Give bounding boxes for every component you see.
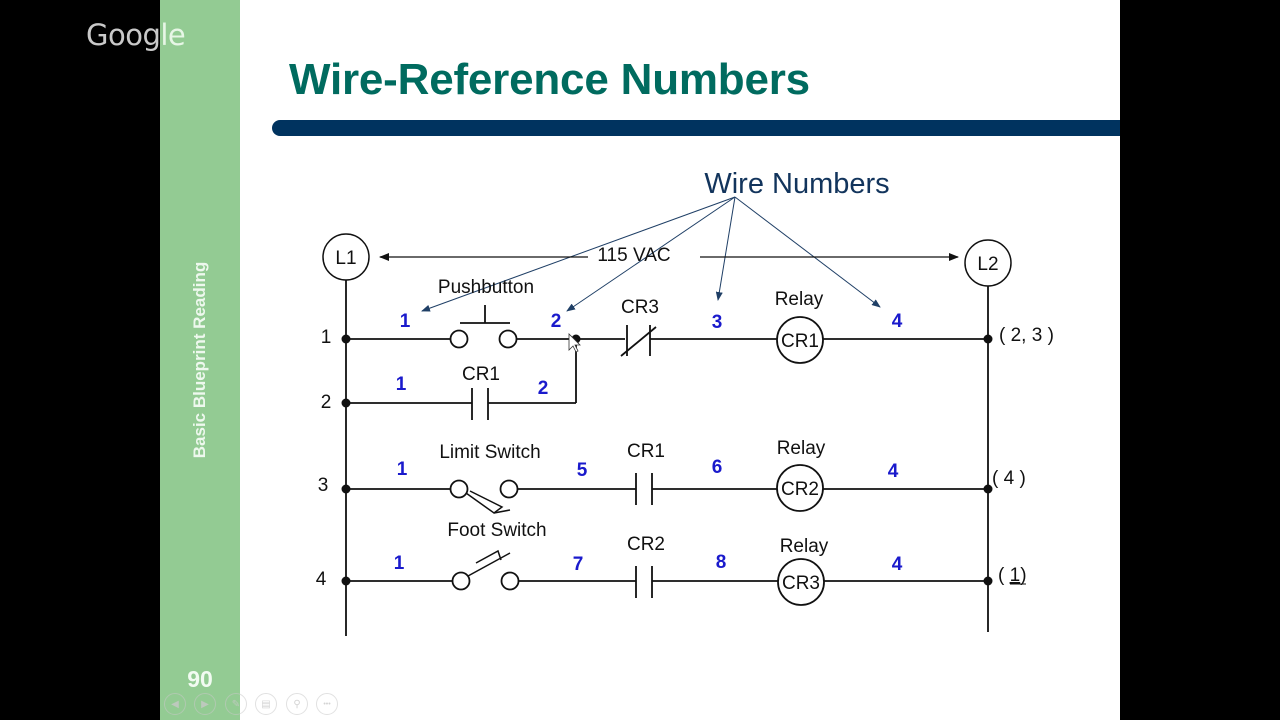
rung-number: 2 [321,392,332,413]
reference-suffix: ) [1020,565,1026,586]
foot-switch-contact-left [451,571,471,591]
cr1-coil [776,316,824,364]
cr3-nc-slash [620,326,657,357]
wire-number: 5 [577,460,588,481]
cr1-contact-label: CR1 [627,441,665,462]
cr3-coil-label: CR3 [782,573,820,594]
mouse-cursor-icon [568,333,581,353]
callout-label: Wire Numbers [704,168,889,200]
wire-number: 8 [716,552,727,573]
logo-text-left: Goog [86,18,161,52]
pushbutton-label: Pushbutton [438,277,534,298]
wire-number: 2 [538,378,549,399]
pushbutton-contact-right [498,329,518,349]
junction-dots [341,334,993,586]
supply-voltage-label: 115 VAC [597,245,670,266]
limit-switch-label: Limit Switch [439,442,540,463]
slide-number: 90 [187,666,213,692]
limit-switch-arm [465,490,504,514]
previous-slide-button[interactable]: ◀ [164,693,186,715]
contact-reference: ( 1) [998,565,1027,586]
cr3-coil [777,558,825,606]
rung-4 [346,549,988,606]
relay-label: Relay [780,536,829,557]
slide-title: Wire-Reference Numbers [289,55,810,104]
callout-arrows [421,196,881,312]
zoom-button[interactable]: ⚲ [286,693,308,715]
callout-arrow-wire-3 [715,196,736,301]
wire-number: 4 [888,461,899,482]
see-all-slides-button[interactable]: ▤ [255,693,277,715]
relay-label: Relay [777,438,826,459]
limit-switch-contact-left [449,479,469,499]
cr2-coil-label: CR2 [781,479,819,500]
next-slide-button[interactable]: ▶ [194,693,216,715]
wire-number: 3 [712,312,723,333]
cr1-seal-contact-label: CR1 [462,364,500,385]
relay-label: Relay [775,289,824,310]
l1-label: L1 [335,248,356,269]
callout-arrow-wire-4 [734,196,881,308]
wire-number: 6 [712,457,723,478]
reference-value: 1 [1010,565,1021,586]
contact-reference: ( 4 ) [992,468,1026,489]
title-underline-bar [272,120,1120,136]
cr1-coil-label: CR1 [781,331,819,352]
pushbutton-contact-left [449,329,469,349]
logo-text-right: le [160,18,186,52]
rung-number: 3 [318,475,329,496]
foot-switch-contact-right [500,571,520,591]
wire-number: 1 [397,459,408,480]
cr3-contact-label: CR3 [621,297,659,318]
wire-number: 1 [394,553,405,574]
foot-switch-label: Foot Switch [447,520,546,541]
wire-number: 1 [396,374,407,395]
more-options-button[interactable]: ••• [316,693,338,715]
limit-switch-contact-right [499,479,519,499]
slide: Basic Blueprint Reading 90 Wire-Referenc… [160,0,1120,720]
cr2-coil [776,464,824,512]
l2-label: L2 [977,254,998,275]
foot-switch-pedal [475,549,502,564]
wire-number: 1 [400,311,411,332]
wire-number: 7 [573,554,584,575]
slide-sidebar: Basic Blueprint Reading 90 [160,0,240,720]
wire-number: 2 [551,311,562,332]
reference-prefix: ( [998,565,1010,586]
rung-3 [346,464,988,514]
contact-reference: ( 2, 3 ) [999,325,1054,346]
pen-tool-button[interactable]: ✎ [225,693,247,715]
google-logo: Google [86,18,186,52]
rung-number: 4 [316,569,327,590]
wire-number: 4 [892,554,903,575]
rung-1 [346,305,988,364]
cr2-contact-label: CR2 [627,534,665,555]
callout-arrow-wire-1 [421,196,736,312]
wire-number: 4 [892,311,903,332]
rung-number: 1 [321,327,332,348]
foot-switch-blade [467,552,511,577]
callout-arrow-wire-2 [566,196,736,312]
